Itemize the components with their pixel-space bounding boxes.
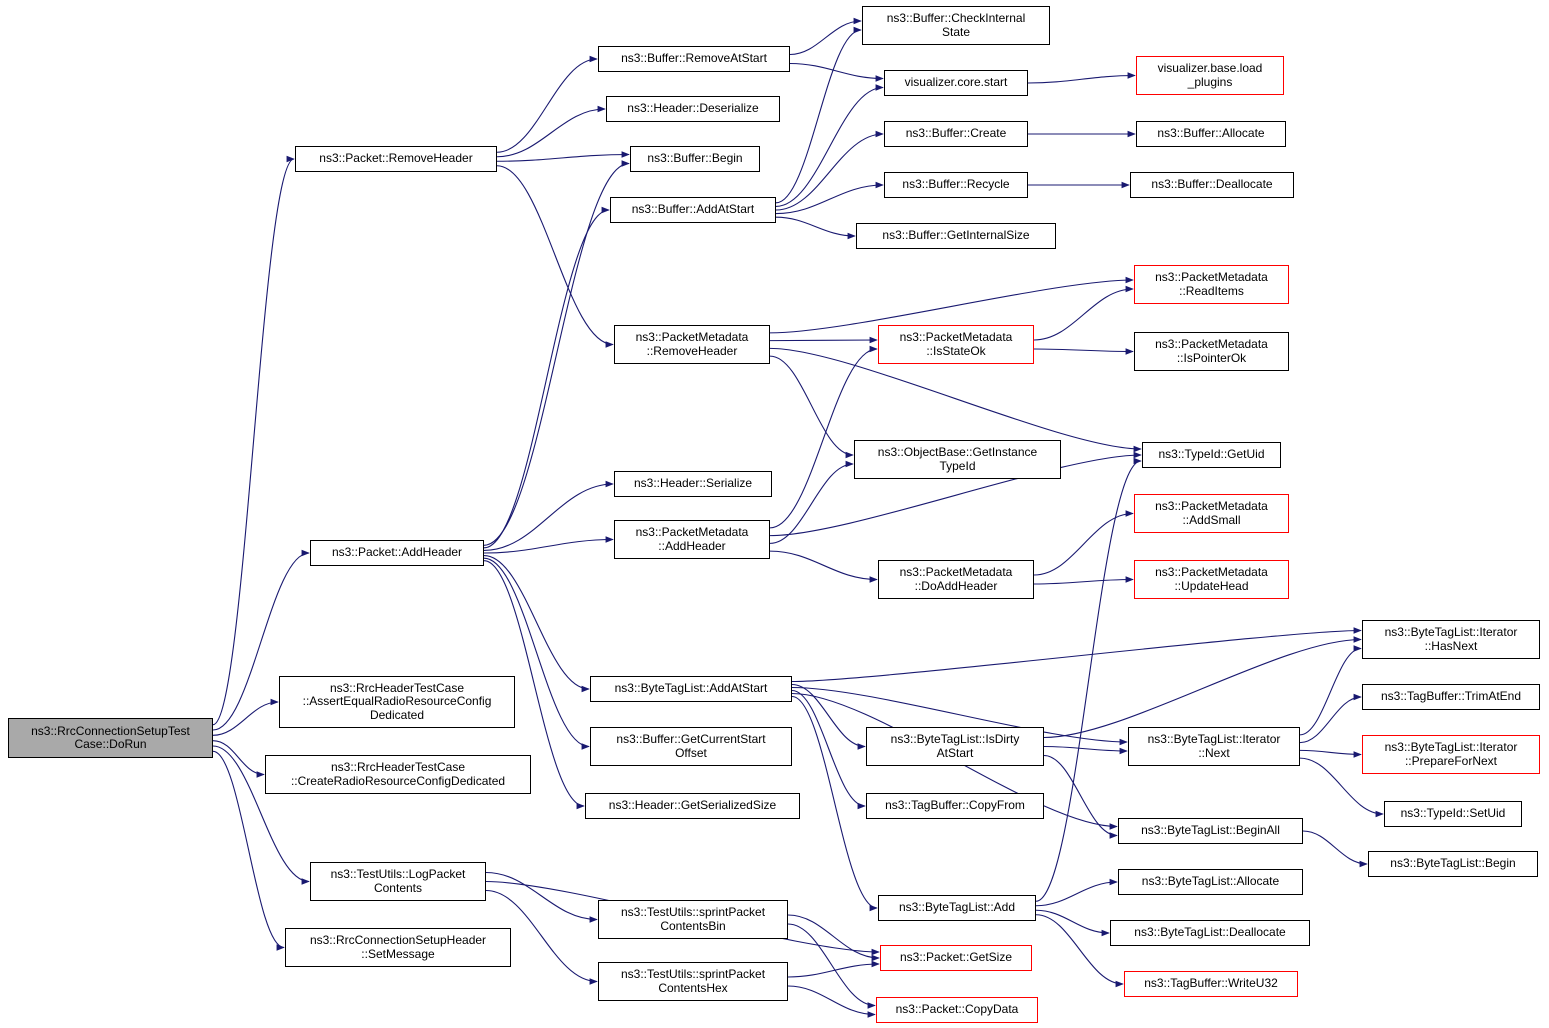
graph-node-create-rrc[interactable]: ns3::RrcHeaderTestCase ::CreateRadioReso… <box>265 755 531 794</box>
graph-node-tagbuffer-copyfrom[interactable]: ns3::TagBuffer::CopyFrom <box>866 793 1044 819</box>
edge-pm-isstateok--pm-readitems <box>1033 285 1134 341</box>
graph-node-assert-equal[interactable]: ns3::RrcHeaderTestCase ::AssertEqualRadi… <box>279 676 515 728</box>
edge-buffer-addatstart--buffer-recycle <box>775 181 884 215</box>
edge-dorun--packet-removeheader <box>212 155 295 726</box>
graph-node-pm-readitems[interactable]: ns3::PacketMetadata ::ReadItems <box>1134 265 1289 304</box>
edge-packet-removeheader--header-deserialize <box>496 105 606 158</box>
edge-sprint-hex--packet-getsize <box>787 960 880 978</box>
edge-pm-addheader--pm-doaddheader <box>769 550 878 583</box>
edge-packet-addheader--pm-addheader <box>483 536 614 554</box>
graph-node-buffer-deallocate[interactable]: ns3::Buffer::Deallocate <box>1130 172 1294 198</box>
graph-node-buffer-addatstart[interactable]: ns3::Buffer::AddAtStart <box>610 197 776 223</box>
graph-node-typeid-setuid[interactable]: ns3::TypeId::SetUid <box>1384 801 1522 827</box>
edge-btl-add--btl-deallocate <box>1035 909 1110 937</box>
graph-node-tagbuffer-trimatend[interactable]: ns3::TagBuffer::TrimAtEnd <box>1362 684 1540 710</box>
edge-btl-addatstart--btl-isdirtyatstart <box>791 683 866 750</box>
edge-pm-doaddheader--pm-updatehead <box>1033 576 1134 585</box>
graph-node-buffer-begin[interactable]: ns3::Buffer::Begin <box>630 146 760 172</box>
edge-btl-isdirtyatstart--btl-beginall <box>1043 754 1118 839</box>
graph-node-btl-begin[interactable]: ns3::ByteTagList::Begin <box>1368 851 1538 877</box>
graph-node-btl-addatstart[interactable]: ns3::ByteTagList::AddAtStart <box>590 676 792 702</box>
edge-packet-removeheader--pm-removeheader <box>496 165 614 348</box>
edge-packet-removeheader--buffer-begin <box>496 151 630 162</box>
edge-buffer-addatstart--vis-core-start <box>775 84 884 207</box>
edge-vis-core-start--vis-load-plugins <box>1027 72 1136 84</box>
edge-packet-addheader--header-serialize <box>483 480 614 551</box>
edge-packet-removeheader--buffer-removeatstart <box>496 55 598 153</box>
graph-node-btl-isdirtyatstart[interactable]: ns3::ByteTagList::IsDirty AtStart <box>866 727 1044 766</box>
edge-pm-removeheader--objectbase-getinstancetypeid <box>769 355 854 459</box>
graph-node-packet-copydata[interactable]: ns3::Packet::CopyData <box>876 997 1038 1023</box>
edge-dorun--create-rrc <box>212 740 265 778</box>
edge-btl-isdirtyatstart--btl-iter-hasnext <box>1043 636 1362 739</box>
graph-node-buffer-getcurrentstartoffset[interactable]: ns3::Buffer::GetCurrentStart Offset <box>590 727 792 766</box>
graph-node-header-serialize[interactable]: ns3::Header::Serialize <box>614 471 772 497</box>
edge-btl-iter-next--btl-iter-preparefornext <box>1299 749 1362 758</box>
graph-node-vis-core-start[interactable]: visualizer.core.start <box>884 70 1028 96</box>
graph-node-header-deserialize[interactable]: ns3::Header::Deserialize <box>606 96 780 122</box>
graph-node-btl-iter-next[interactable]: ns3::ByteTagList::Iterator ::Next <box>1128 727 1300 766</box>
edge-buffer-addatstart--buffer-getinternalsize <box>775 216 856 240</box>
edge-pm-isstateok--pm-ispointerok <box>1033 348 1134 355</box>
graph-node-buffer-allocate[interactable]: ns3::Buffer::Allocate <box>1136 121 1286 147</box>
graph-node-typeid-getuid[interactable]: ns3::TypeId::GetUid <box>1142 442 1281 468</box>
edge-sprint-bin--packet-getsize <box>787 914 880 962</box>
edge-packet-addheader--btl-addatstart <box>483 555 590 693</box>
edge-btl-addatstart--btl-add <box>791 695 878 912</box>
edge-pm-addheader--objectbase-getinstancetypeid <box>769 460 854 544</box>
graph-node-sprint-hex[interactable]: ns3::TestUtils::sprintPacket ContentsHex <box>598 962 788 1001</box>
edge-buffer-removeatstart--vis-core-start <box>789 62 884 82</box>
graph-node-buffer-recycle[interactable]: ns3::Buffer::Recycle <box>884 172 1028 198</box>
edge-buffer-addatstart--buffer-create <box>775 130 884 211</box>
graph-node-buffer-create[interactable]: ns3::Buffer::Create <box>884 121 1028 147</box>
graph-node-pm-isstateok[interactable]: ns3::PacketMetadata ::IsStateOk <box>878 325 1034 364</box>
graph-node-pm-addsmall[interactable]: ns3::PacketMetadata ::AddSmall <box>1134 494 1289 533</box>
graph-node-header-getserializedsize[interactable]: ns3::Header::GetSerializedSize <box>585 793 800 819</box>
edge-pm-doaddheader--pm-addsmall <box>1033 510 1134 576</box>
edge-btl-addatstart--btl-iter-hasnext <box>791 627 1362 683</box>
graph-node-btl-iter-preparefornext[interactable]: ns3::ByteTagList::Iterator ::PrepareForN… <box>1362 735 1540 774</box>
graph-node-pm-removeheader[interactable]: ns3::PacketMetadata ::RemoveHeader <box>614 325 770 364</box>
graph-node-packet-getsize[interactable]: ns3::Packet::GetSize <box>880 945 1032 971</box>
edge-btl-iter-next--btl-iter-hasnext <box>1299 645 1362 736</box>
graph-node-btl-iter-hasnext[interactable]: ns3::ByteTagList::Iterator ::HasNext <box>1362 620 1540 659</box>
edge-pm-removeheader--pm-isstateok <box>769 336 878 344</box>
graph-node-log-packet-contents[interactable]: ns3::TestUtils::LogPacket Contents <box>310 862 486 901</box>
graph-node-btl-allocate[interactable]: ns3::ByteTagList::Allocate <box>1118 869 1303 895</box>
edge-pm-addheader--pm-isstateok <box>769 345 878 529</box>
graph-node-packet-addheader[interactable]: ns3::Packet::AddHeader <box>310 540 484 566</box>
graph-node-dorun[interactable]: ns3::RrcConnectionSetupTest Case::DoRun <box>8 718 213 758</box>
edge-btl-addatstart--tagbuffer-copyfrom <box>791 689 866 810</box>
edge-btl-beginall--btl-begin <box>1302 830 1368 868</box>
edge-btl-iter-next--tagbuffer-trimatend <box>1299 693 1362 744</box>
graph-node-btl-add[interactable]: ns3::ByteTagList::Add <box>878 895 1036 921</box>
graph-node-btl-deallocate[interactable]: ns3::ByteTagList::Deallocate <box>1110 920 1310 946</box>
edge-buffer-removeatstart--buffer-checkinternalstate <box>789 17 862 56</box>
edge-dorun--assert-equal <box>212 698 279 736</box>
graph-node-pm-updatehead[interactable]: ns3::PacketMetadata ::UpdateHead <box>1134 560 1289 599</box>
edge-sprint-bin--packet-copydata <box>787 923 876 1009</box>
edge-btl-add--btl-allocate <box>1035 878 1118 907</box>
edge-packet-addheader--buffer-addatstart <box>483 206 610 549</box>
graph-node-pm-addheader[interactable]: ns3::PacketMetadata ::AddHeader <box>614 520 770 559</box>
edge-btl-isdirtyatstart--btl-iter-next <box>1043 745 1128 755</box>
edge-log-packet-contents--sprint-bin <box>485 871 598 923</box>
edge-packet-addheader--buffer-begin <box>483 160 630 546</box>
graph-node-sprint-bin[interactable]: ns3::TestUtils::sprintPacket ContentsBin <box>598 900 788 939</box>
graph-node-buffer-getinternalsize[interactable]: ns3::Buffer::GetInternalSize <box>856 223 1056 249</box>
graph-node-vis-load-plugins[interactable]: visualizer.base.load _plugins <box>1136 56 1284 95</box>
graph-node-tagbuffer-writeu32[interactable]: ns3::TagBuffer::WriteU32 <box>1124 971 1298 997</box>
graph-node-pm-ispointerok[interactable]: ns3::PacketMetadata ::IsPointerOk <box>1134 332 1289 371</box>
graph-node-buffer-removeatstart[interactable]: ns3::Buffer::RemoveAtStart <box>598 46 790 72</box>
graph-node-pm-doaddheader[interactable]: ns3::PacketMetadata ::DoAddHeader <box>878 560 1034 599</box>
graph-node-set-message[interactable]: ns3::RrcConnectionSetupHeader ::SetMessa… <box>285 928 511 967</box>
graph-node-btl-beginall[interactable]: ns3::ByteTagList::BeginAll <box>1118 818 1303 844</box>
graph-node-objectbase-getinstancetypeid[interactable]: ns3::ObjectBase::GetInstance TypeId <box>854 440 1061 479</box>
graph-node-packet-removeheader[interactable]: ns3::Packet::RemoveHeader <box>295 146 497 172</box>
edge-sprint-hex--packet-copydata <box>787 985 876 1018</box>
graph-node-buffer-checkinternalstate[interactable]: ns3::Buffer::CheckInternal State <box>862 6 1050 45</box>
